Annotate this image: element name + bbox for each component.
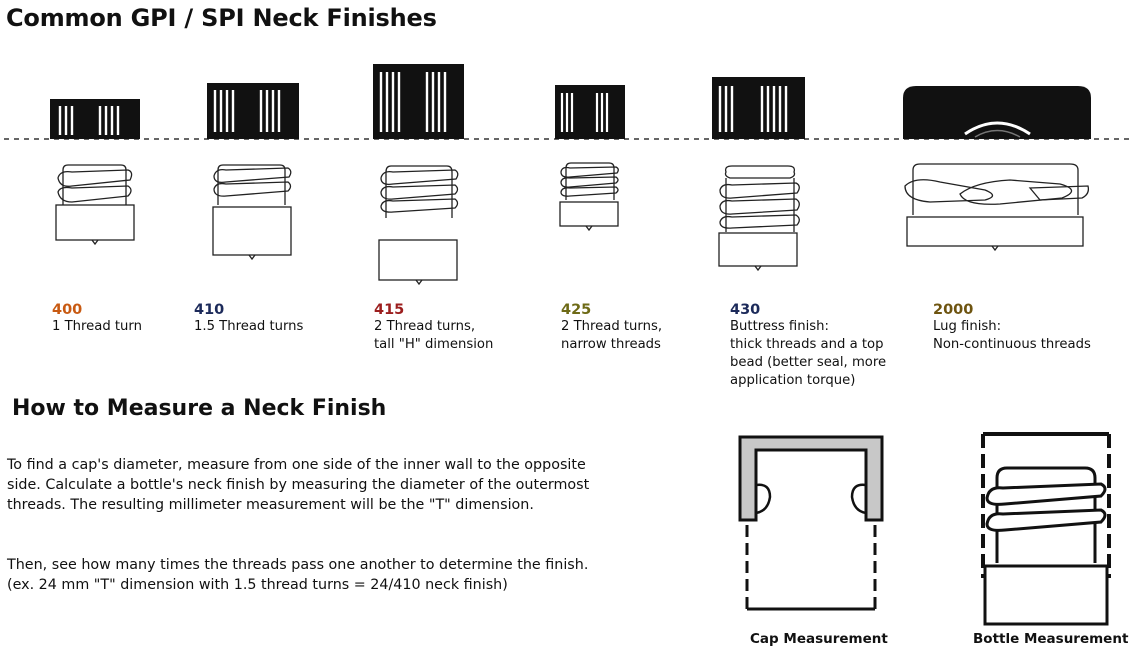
finish-desc-line1: 2 Thread turns, — [561, 319, 663, 334]
measure-paragraph-2: Then, see how many times the threads pas… — [7, 555, 717, 595]
cap-430 — [712, 77, 805, 139]
neck-400 — [55, 164, 135, 246]
finish-425: 425 2 Thread turns, narrow threads — [561, 302, 662, 354]
neck-finish-illustrations — [4, 64, 1134, 286]
finish-desc-line1: 2 Thread turns, — [374, 319, 476, 334]
neck-415 — [378, 165, 459, 286]
finish-2000: 2000 Lug finish: Non-continuous threads — [933, 302, 1091, 354]
cap-425 — [555, 85, 625, 139]
finish-430: 430 Buttress finish: thick threads and a… — [730, 302, 886, 390]
finish-410: 410 1.5 Thread turns — [194, 302, 303, 336]
finish-desc-line2: thick threads and a top — [730, 337, 884, 352]
finish-desc-line1: 1.5 Thread turns — [194, 319, 304, 334]
cap-measurement-illustration — [738, 435, 884, 611]
cap-2000 — [903, 86, 1091, 139]
finish-desc-line2: Non-continuous threads — [933, 337, 1091, 352]
measure-line: side. Calculate a bottle's neck finish b… — [7, 477, 590, 493]
neck-410 — [212, 164, 292, 261]
finish-code: 400 — [52, 302, 83, 318]
neck-2000 — [904, 163, 1090, 252]
measure-paragraph-1: To find a cap's diameter, measure from o… — [7, 455, 717, 515]
finish-desc-line3: bead (better seal, more — [730, 355, 887, 370]
measure-line: (ex. 24 mm "T" dimension with 1.5 thread… — [7, 577, 508, 593]
finish-desc-line4: application torque) — [730, 373, 856, 388]
finish-code: 425 — [561, 302, 592, 318]
cap-410 — [207, 83, 299, 139]
measure-heading: How to Measure a Neck Finish — [12, 396, 387, 421]
bottle-measurement-illustration — [981, 432, 1111, 626]
neck-430 — [718, 165, 800, 272]
finish-code: 2000 — [933, 302, 974, 318]
cap-415 — [373, 64, 464, 139]
finish-code: 415 — [374, 302, 405, 318]
finish-desc-line1: Lug finish: — [933, 319, 1002, 334]
finish-400: 400 1 Thread turn — [52, 302, 142, 336]
finish-415: 415 2 Thread turns, tall "H" dimension — [374, 302, 493, 354]
measure-line: Then, see how many times the threads pas… — [7, 557, 589, 573]
measure-line: To find a cap's diameter, measure from o… — [7, 457, 586, 473]
finish-desc-line2: narrow threads — [561, 337, 661, 352]
finish-desc-line2: tall "H" dimension — [374, 337, 494, 352]
neck-425 — [559, 162, 619, 232]
bottle-measurement-label: Bottle Measurement — [973, 631, 1129, 647]
finish-desc-line1: 1 Thread turn — [52, 319, 142, 334]
cap-measurement-label: Cap Measurement — [750, 631, 888, 647]
finish-code: 410 — [194, 302, 225, 318]
page-title: Common GPI / SPI Neck Finishes — [6, 4, 437, 32]
finish-desc-line1: Buttress finish: — [730, 319, 829, 334]
finish-code: 430 — [730, 302, 761, 318]
cap-400 — [50, 99, 140, 139]
measure-line: threads. The resulting millimeter measur… — [7, 497, 534, 513]
